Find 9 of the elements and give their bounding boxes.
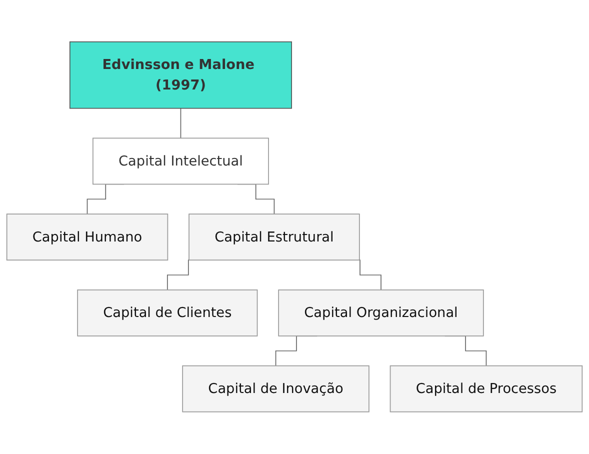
node-box (77, 290, 258, 337)
node-box (390, 366, 583, 412)
node-box (92, 138, 269, 185)
connector (180, 108, 182, 139)
node-box (69, 42, 292, 109)
node-box (182, 366, 370, 412)
node-box (6, 214, 168, 261)
node-box (278, 290, 484, 337)
node-box (188, 214, 360, 261)
